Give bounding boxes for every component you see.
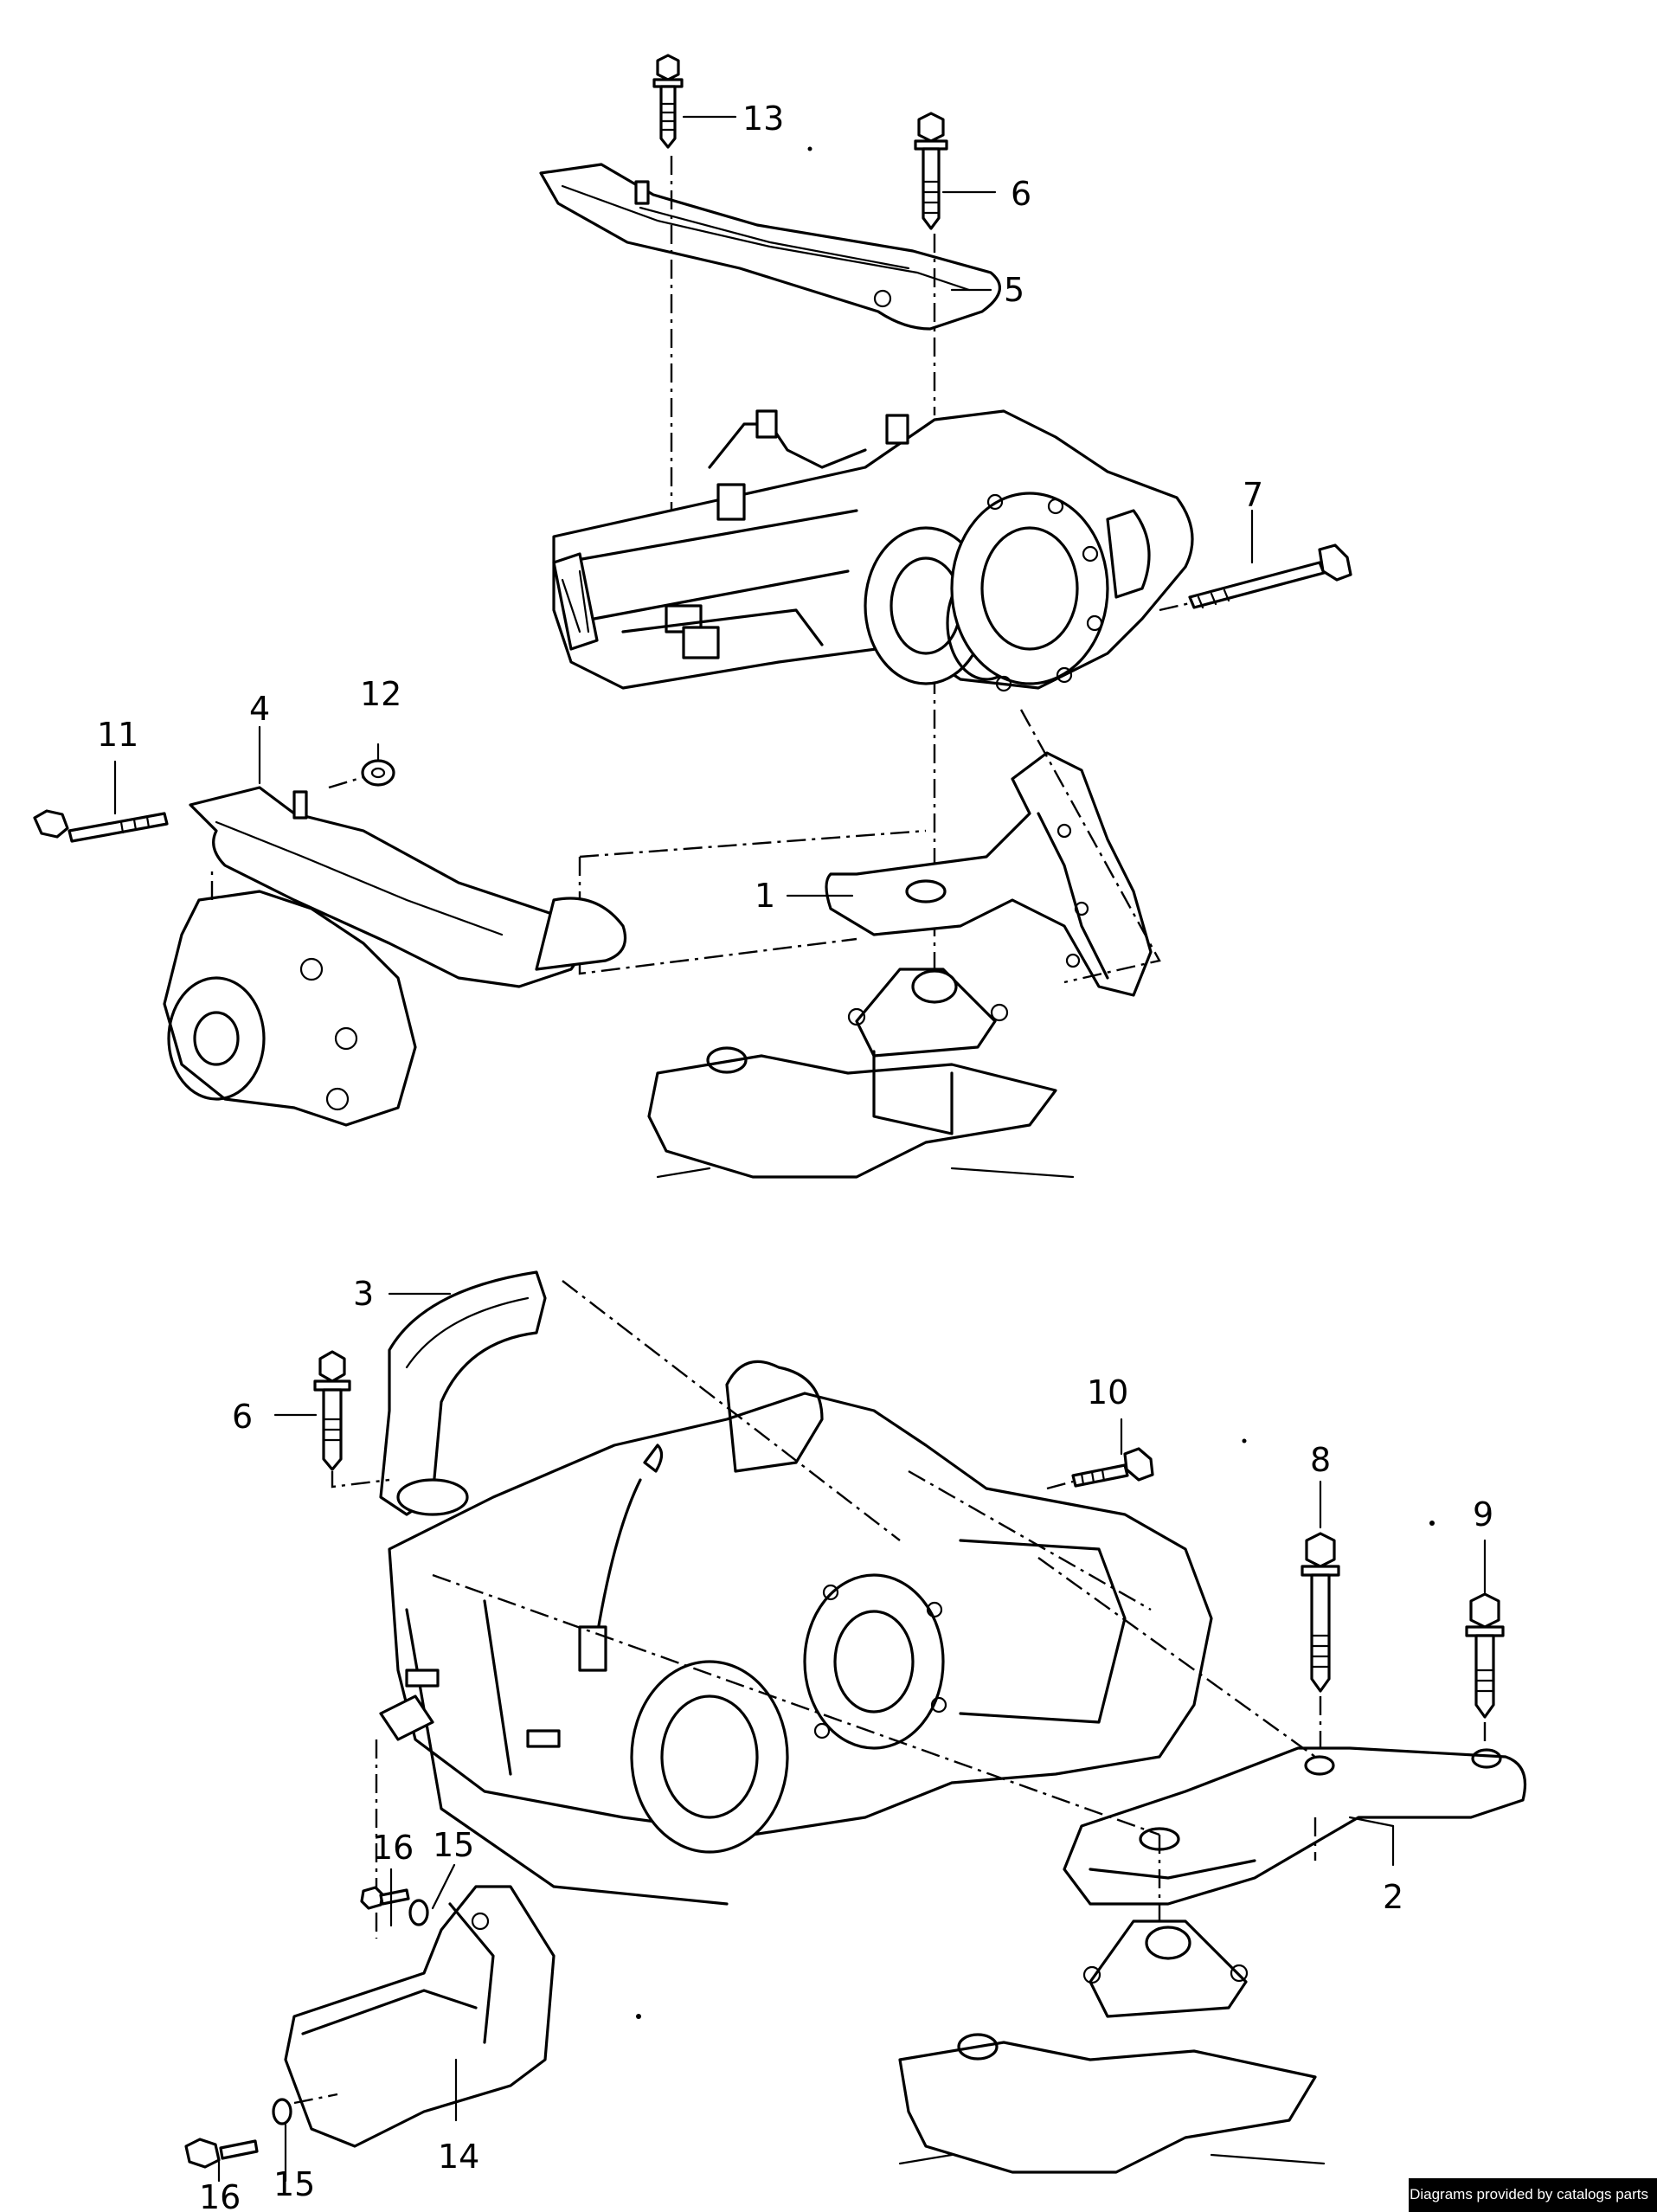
bracket-2	[1063, 1746, 1527, 1906]
callout-7: 7	[1243, 476, 1263, 514]
bolt-7	[1188, 543, 1352, 609]
bolt-6-bottom	[313, 1350, 351, 1471]
bracket-4	[189, 786, 627, 988]
callout-16-lower: 16	[199, 2178, 241, 2212]
washer-15-top	[408, 1899, 429, 1926]
callout-15-lower: 15	[273, 2165, 315, 2203]
nut-12	[361, 759, 395, 787]
bracket-14	[284, 1885, 556, 2148]
bolt-16-bottom	[184, 2138, 259, 2169]
callout-1: 1	[755, 877, 775, 915]
gearbox-top	[552, 409, 1194, 692]
bolt-10	[1071, 1447, 1154, 1488]
callout-13: 13	[742, 100, 784, 138]
callout-9: 9	[1473, 1495, 1493, 1534]
callout-4: 4	[249, 690, 270, 728]
callout-6-top: 6	[1011, 175, 1031, 213]
bolt-6-top	[914, 112, 948, 230]
credit-text: Diagrams provided by catalogs parts	[1410, 2186, 1648, 2202]
callout-14: 14	[438, 2138, 479, 2176]
bolt-11	[33, 809, 169, 843]
callout-2: 2	[1383, 1878, 1403, 1916]
callout-11: 11	[97, 716, 138, 754]
callout-8: 8	[1310, 1441, 1331, 1479]
heat-shield-3	[379, 1270, 547, 1516]
callout-3: 3	[353, 1275, 374, 1313]
bolt-8	[1301, 1532, 1340, 1693]
gearbox-bottom	[379, 1360, 1213, 1906]
callout-12: 12	[360, 675, 401, 713]
housing-left	[163, 890, 417, 1127]
callout-10: 10	[1087, 1373, 1128, 1411]
washer-15-bottom	[272, 2098, 292, 2125]
engine-mount-bottom	[898, 1919, 1326, 2174]
bolt-13	[652, 54, 684, 149]
bolt-16-top	[360, 1886, 410, 1910]
credit-banner: Diagrams provided by catalogs parts	[1409, 2178, 1657, 2212]
engine-mount-top	[647, 968, 1075, 1179]
callout-15-upper: 15	[433, 1826, 474, 1864]
callout-6-bottom: 6	[232, 1398, 253, 1436]
mount-1	[825, 751, 1153, 997]
callout-5: 5	[1004, 271, 1024, 309]
bracket-5	[539, 163, 1001, 331]
bolt-9	[1465, 1592, 1505, 1719]
callout-16-upper: 16	[372, 1829, 414, 1867]
